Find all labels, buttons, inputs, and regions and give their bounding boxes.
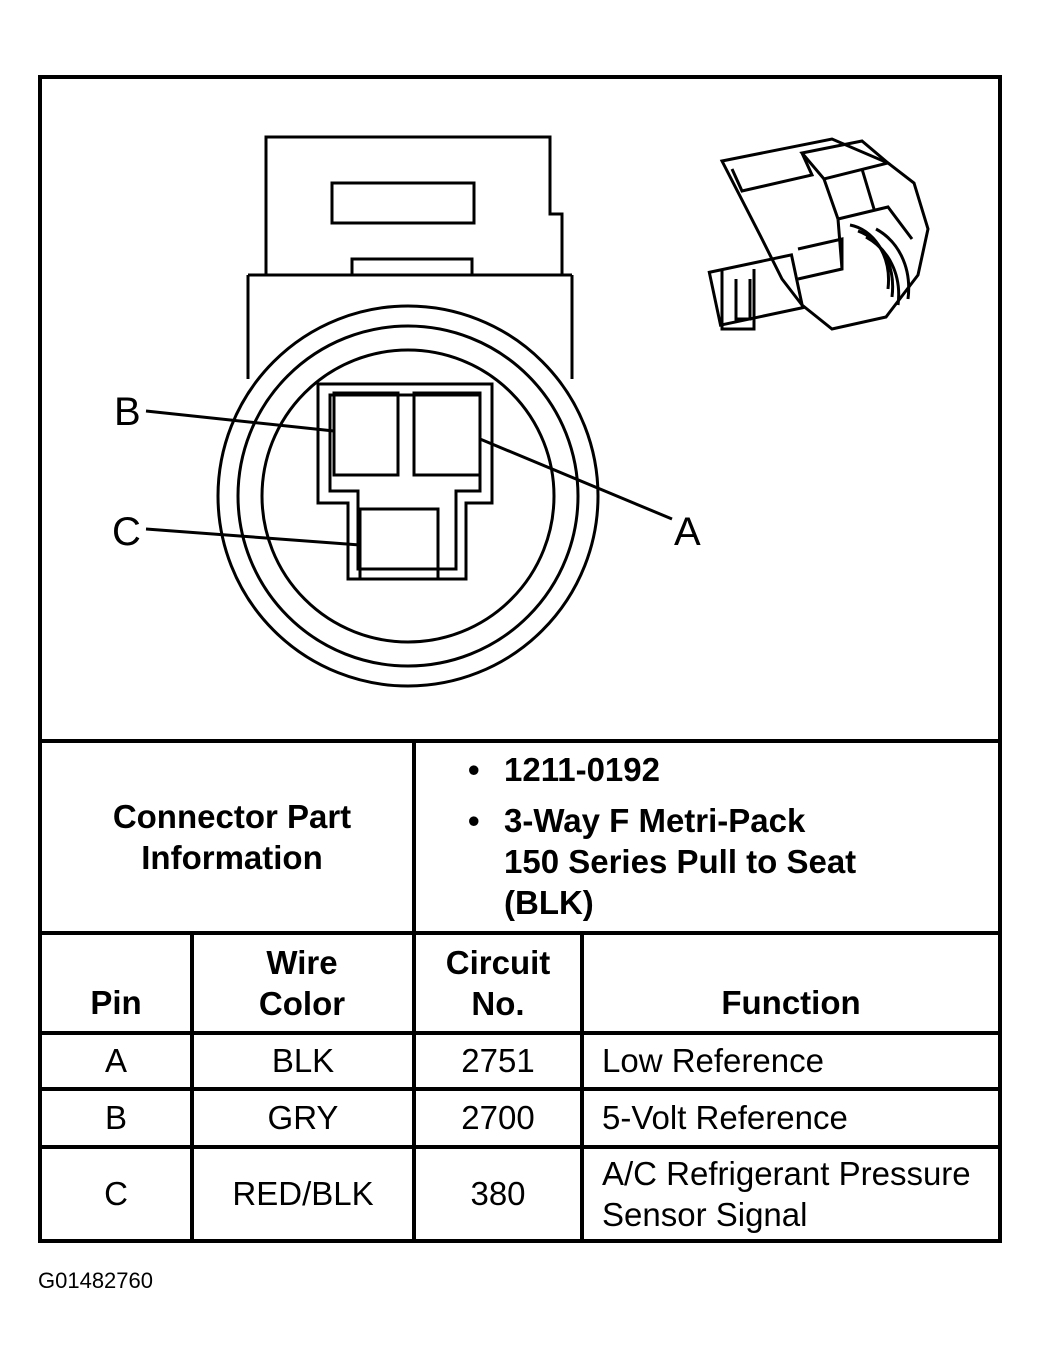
table-row-b-circuit: 2700: [461, 1099, 535, 1137]
connector-info-label: Connector Part Information: [112, 797, 352, 876]
connector-isometric-view: [707, 137, 930, 331]
header-function: Function: [721, 983, 861, 1021]
table-row-b-wire: GRY: [267, 1099, 339, 1137]
table-row-a-function: Low Reference: [602, 1042, 824, 1080]
table-row-a-circuit: 2751: [461, 1042, 535, 1080]
connector-info-list: •1211-0192 •3-Way F Metri-Pack 150 Serie…: [468, 749, 938, 923]
table-row-c-wire: RED/BLK: [232, 1175, 374, 1213]
connector-lock-tab: [330, 181, 476, 225]
connector-outer-ring: [216, 304, 600, 688]
table-row-b-function: 5-Volt Reference: [602, 1099, 848, 1137]
connector-info-item: •1211-0192: [468, 751, 660, 788]
divider-info: [42, 931, 998, 935]
pin-label-c: C: [112, 510, 141, 554]
table-row-c-circuit: 380: [470, 1175, 526, 1213]
pin-label-a: A: [674, 510, 701, 554]
connector-housing: [264, 135, 564, 277]
pin-a-terminal: [412, 391, 482, 477]
figure-id: G01482760: [38, 1268, 153, 1293]
header-wire-color: Wire Color: [258, 943, 346, 1022]
table-row-a-pin: A: [104, 1042, 127, 1080]
pin-c-leader: [145, 527, 361, 547]
header-circuit: Circuit No.: [445, 943, 551, 1022]
connector-inner-ring: [260, 348, 556, 644]
pin-b-leader: [145, 409, 335, 433]
table-row-c-pin: C: [104, 1175, 128, 1213]
table-row-a-wire: BLK: [271, 1042, 335, 1080]
divider-row-b: [42, 1145, 998, 1149]
connector-middle-ring: [236, 324, 580, 668]
header-pin: Pin: [90, 983, 142, 1021]
divider-info-col: [412, 739, 416, 1239]
divider-pin-col: [190, 931, 194, 1239]
connector-collar: [246, 273, 574, 379]
connector-info-item: •3-Way F Metri-Pack 150 Series Pull to S…: [468, 802, 857, 921]
connector-diagram: B C A: [112, 135, 930, 688]
divider-circuit-col: [580, 931, 584, 1239]
connector-frame: B C A Connector Part Information •1211-0…: [38, 75, 1002, 1243]
divider-row-a: [42, 1087, 998, 1091]
table-row-b-pin: B: [104, 1099, 127, 1137]
divider-diagram: [42, 739, 998, 743]
pin-cavity-outline: [316, 382, 494, 581]
pin-b-terminal: [332, 391, 400, 477]
pin-label-b: B: [114, 390, 141, 434]
table-row-c-function: A/C Refrigerant Pressure Sensor Signal: [602, 1154, 971, 1233]
pin-a-leader: [479, 437, 673, 521]
divider-header: [42, 1031, 998, 1035]
